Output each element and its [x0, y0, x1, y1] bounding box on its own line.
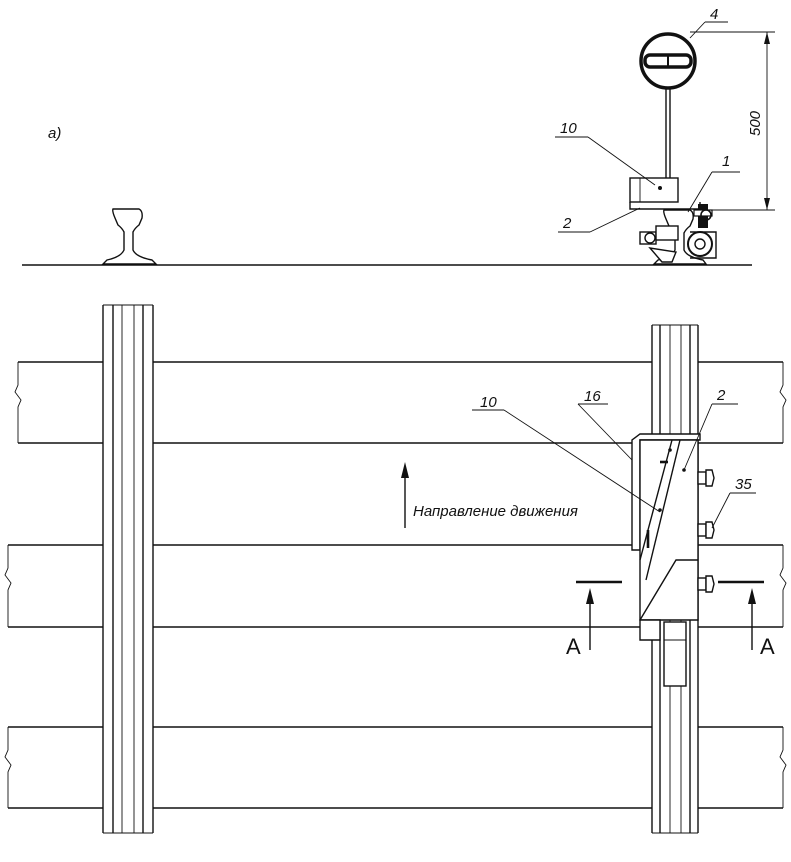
- section-mark-left: А: [566, 634, 581, 659]
- callout-16: 16: [584, 388, 601, 405]
- clamp-plate: [629, 202, 701, 210]
- bracket-box: [629, 177, 679, 203]
- bolt-assembly: [639, 204, 717, 263]
- callout-10-top: 10: [560, 120, 577, 137]
- callout-10-plan: 10: [480, 394, 497, 411]
- rail-profile-left: [101, 208, 158, 265]
- callout-4: 4: [710, 6, 718, 23]
- callout-2-top: 2: [562, 215, 572, 232]
- leader-1: [687, 171, 713, 213]
- leader-10: [587, 136, 656, 186]
- dim-value: 500: [747, 110, 764, 136]
- leader-10-plan: [503, 409, 661, 513]
- view-label: а): [48, 125, 61, 142]
- callout-2-plan: 2: [716, 387, 726, 404]
- bolt-2: [697, 521, 715, 539]
- elevation-view: а): [22, 6, 775, 266]
- plan-view: Направление движения А А 10 16 2 35: [4, 304, 787, 834]
- sign-disc: [639, 32, 697, 90]
- leader-2-plan: [683, 403, 713, 471]
- leader-2: [589, 207, 641, 233]
- direction-arrow: [401, 462, 409, 528]
- leader-4: [689, 21, 706, 39]
- leader-35: [711, 492, 731, 529]
- callout-1: 1: [722, 153, 730, 170]
- bracket-assembly-plan: [631, 433, 701, 687]
- dim-arrow-top: [764, 32, 770, 44]
- bolt-1: [697, 469, 715, 487]
- dim-arrow-bottom: [764, 198, 770, 210]
- bolt-3: [697, 575, 715, 593]
- bracket-point: [658, 186, 662, 190]
- leader-16: [577, 403, 633, 461]
- rail-left-plan: [102, 304, 154, 834]
- section-mark-right: А: [760, 634, 775, 659]
- callout-35: 35: [735, 476, 752, 493]
- direction-text: Направление движения: [413, 503, 578, 520]
- section-line: [576, 580, 764, 650]
